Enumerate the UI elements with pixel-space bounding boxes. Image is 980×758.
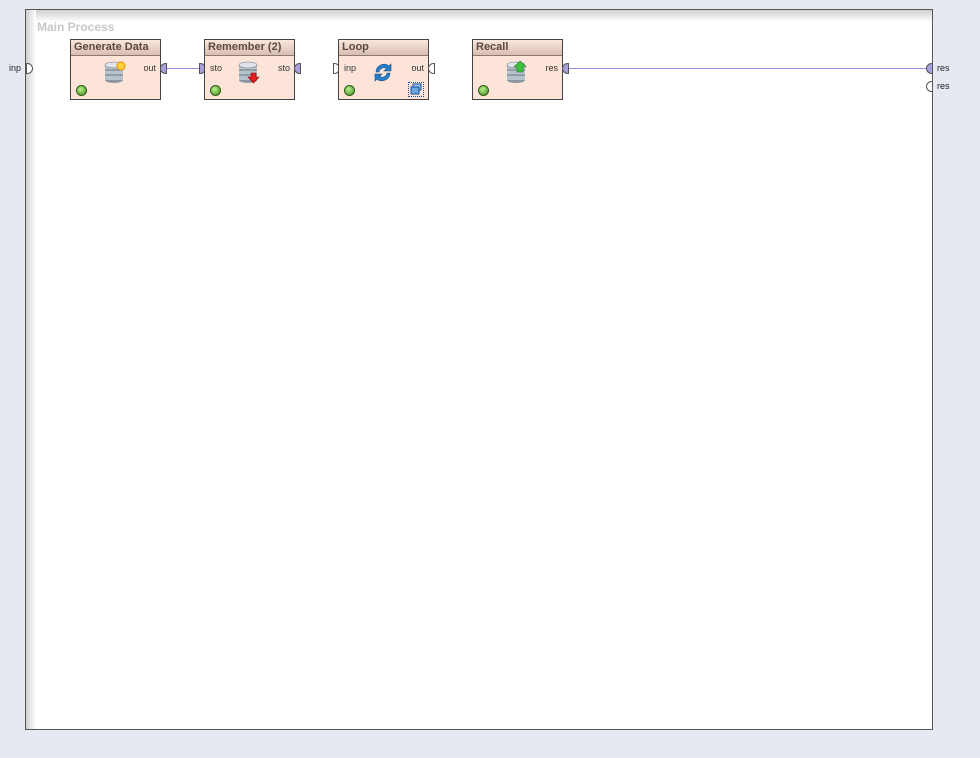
port-label: out (143, 63, 156, 73)
result-port-2[interactable] (926, 81, 933, 92)
output-port-out[interactable] (160, 63, 167, 74)
port-label: sto (210, 63, 223, 73)
output-port-res[interactable] (562, 63, 569, 74)
port-label: res (545, 63, 558, 73)
shadow (26, 10, 36, 729)
result-port-label: res (937, 63, 950, 73)
output-port-out[interactable] (428, 63, 435, 74)
process-input-label: inp (9, 63, 22, 73)
status-indicator (210, 85, 221, 96)
operator-title: Recall (473, 40, 562, 56)
output-port-sto[interactable] (294, 63, 301, 74)
operator-recall[interactable]: Recall res (472, 39, 563, 100)
operator-title: Remember (2) (205, 40, 294, 56)
shadow (26, 10, 932, 22)
process-canvas[interactable]: Main Process (25, 9, 933, 730)
subprocess-icon[interactable] (408, 82, 424, 97)
loop-icon (374, 63, 392, 82)
status-indicator (76, 85, 87, 96)
database-recall-icon (506, 60, 527, 83)
status-indicator (344, 85, 355, 96)
operator-title: Generate Data (71, 40, 160, 56)
operator-loop[interactable]: Loop inp out (338, 39, 429, 100)
process-input-port[interactable] (26, 63, 33, 74)
process-title: Main Process (37, 20, 115, 34)
operator-remember[interactable]: Remember (2) sto sto (204, 39, 295, 100)
port-label: sto (277, 63, 290, 73)
port-label: out (411, 63, 424, 73)
database-store-icon (238, 61, 260, 84)
operator-title: Loop (339, 40, 428, 56)
port-label: inp (344, 63, 357, 73)
operator-generate-data[interactable]: Generate Data out (70, 39, 161, 100)
result-port-label: res (937, 81, 950, 91)
database-gear-icon (104, 61, 126, 83)
result-port-1[interactable] (926, 63, 933, 74)
status-indicator (478, 85, 489, 96)
